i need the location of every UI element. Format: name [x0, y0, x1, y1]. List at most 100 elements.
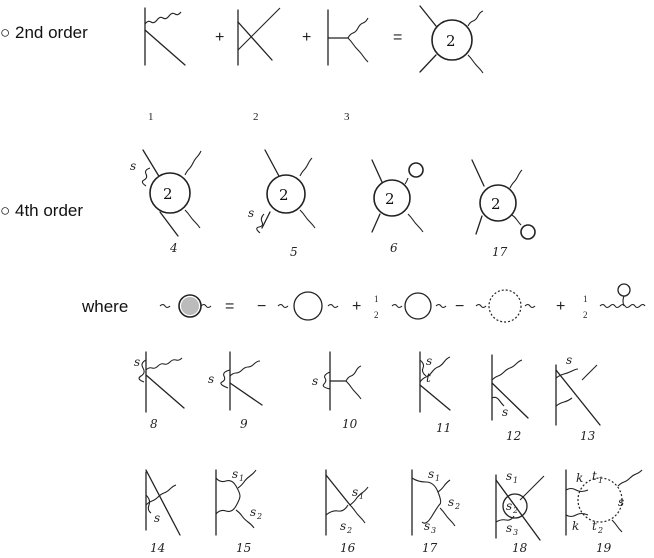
- diagram-number: 18: [512, 541, 528, 555]
- svg-text:s: s: [340, 519, 346, 533]
- svg-text:s: s: [154, 511, 160, 525]
- svg-text:2: 2: [512, 506, 518, 515]
- fermion-loop: [277, 291, 339, 321]
- svg-text:s: s: [506, 521, 512, 535]
- svg-text:s: s: [448, 495, 454, 509]
- svg-text:3: 3: [513, 528, 518, 537]
- diagram-number: 8: [150, 417, 158, 431]
- svg-text:1: 1: [513, 476, 518, 485]
- svg-text:2: 2: [597, 526, 603, 535]
- diagram-number: 2: [253, 111, 259, 123]
- svg-text:2: 2: [374, 310, 379, 320]
- svg-text:k: k: [572, 519, 579, 533]
- diagram-number: 3: [344, 111, 350, 123]
- diagram-number: 1: [148, 111, 154, 123]
- diagram-number: 11: [436, 421, 451, 435]
- svg-text:s: s: [232, 467, 238, 481]
- fourth-order-row-a: s 8 s 9 s 10 s t: [134, 351, 601, 443]
- svg-text:t: t: [592, 519, 597, 533]
- svg-text:s: s: [506, 499, 512, 513]
- blob-label: 2: [446, 32, 456, 50]
- svg-text:+: +: [556, 298, 565, 315]
- ghost-loop: [475, 289, 536, 323]
- svg-text:s: s: [428, 467, 434, 481]
- svg-text:s: s: [426, 354, 432, 368]
- plus-sign: +: [302, 29, 311, 46]
- diagram-number: 17: [492, 245, 508, 259]
- svg-text:2: 2: [491, 195, 501, 213]
- svg-text:1: 1: [583, 294, 588, 304]
- diagram-11: s t 11: [419, 351, 451, 435]
- svg-text:1: 1: [239, 474, 244, 483]
- diagram-number: 17: [422, 541, 438, 555]
- svg-text:s: s: [248, 206, 254, 220]
- svg-text:s: s: [566, 353, 572, 367]
- photon-loop: [391, 292, 447, 320]
- diagram-number: 15: [236, 541, 251, 555]
- diagram-number: 19: [596, 541, 612, 555]
- svg-text:k: k: [576, 471, 583, 485]
- diagram-10: s 10: [312, 351, 362, 431]
- diagram-8: s 8: [134, 351, 185, 431]
- diagram-19: k t 1 s t 2 k 19: [565, 469, 643, 555]
- svg-text:s: s: [618, 495, 624, 509]
- svg-text:s: s: [506, 469, 512, 483]
- diagram-13: s 13: [555, 353, 601, 443]
- svg-text:2: 2: [163, 185, 173, 203]
- svg-text:2: 2: [346, 526, 352, 535]
- fourth-order-row-b: s 14 s 1 s 2 15 s 1 s 2 16: [145, 467, 643, 555]
- diagram-1: [144, 7, 186, 66]
- svg-text:1: 1: [598, 476, 603, 485]
- minus-sign: −: [257, 298, 266, 315]
- diagram-9: s 9: [208, 351, 263, 431]
- where-row: where = − + 1 2 −: [81, 283, 646, 323]
- diagram-number: 9: [240, 417, 248, 431]
- diagram-number: 4: [169, 241, 178, 255]
- svg-text:2: 2: [385, 190, 395, 208]
- svg-text:s: s: [130, 159, 136, 173]
- svg-text:s: s: [352, 485, 358, 499]
- svg-text:t: t: [592, 469, 597, 483]
- svg-text:s: s: [312, 374, 318, 388]
- svg-text:2: 2: [256, 512, 262, 521]
- svg-text:3: 3: [431, 526, 436, 535]
- second-order-row: ○ 2nd order + + =: [0, 5, 484, 123]
- svg-text:t: t: [426, 371, 431, 385]
- diagram-15: s 1 s 2 15: [215, 467, 262, 555]
- svg-text:+: +: [352, 298, 361, 315]
- diagram-number: 12: [506, 429, 521, 443]
- diagram-17-fourth: 2 17: [471, 159, 536, 259]
- where-label: where: [81, 297, 128, 316]
- diagram-number: 6: [390, 241, 398, 255]
- svg-text:s: s: [208, 372, 214, 386]
- svg-text:s: s: [250, 505, 256, 519]
- fourth-order-label: ○ 4th order: [0, 201, 83, 220]
- diagram-number: 16: [340, 541, 356, 555]
- svg-text:−: −: [455, 298, 464, 315]
- second-order-blob: 2: [419, 5, 484, 74]
- self-energy-blob: [159, 294, 212, 318]
- fourth-order-row: ○ 4th order 2 s 4 2 s 5: [0, 149, 536, 259]
- svg-text:1: 1: [435, 474, 440, 483]
- svg-text:s: s: [424, 519, 430, 533]
- svg-text:1: 1: [374, 294, 379, 304]
- equals-sign: =: [225, 298, 234, 315]
- diagram-6: 2 6: [371, 159, 424, 255]
- diagram-4: 2 s 4: [130, 149, 202, 255]
- diagram-number: 5: [290, 245, 298, 259]
- diagram-18: s 1 s 2 s 3 18: [495, 469, 545, 555]
- svg-text:2: 2: [279, 186, 289, 204]
- svg-text:1: 1: [359, 492, 364, 501]
- svg-text:s: s: [134, 355, 140, 369]
- diagram-number: 13: [580, 429, 596, 443]
- diagram-16: s 1 s 2 16: [325, 469, 369, 555]
- diagram-number: 10: [342, 417, 358, 431]
- diagram-14: s 14: [145, 469, 181, 555]
- second-order-label: ○ 2nd order: [0, 23, 88, 42]
- diagram-12: s 12: [491, 354, 529, 443]
- diagram-17: s 1 s 2 s 3 17: [411, 467, 460, 555]
- svg-text:2: 2: [583, 310, 588, 320]
- diagram-3: [327, 9, 369, 66]
- diagram-5: 2 s 5: [248, 149, 316, 259]
